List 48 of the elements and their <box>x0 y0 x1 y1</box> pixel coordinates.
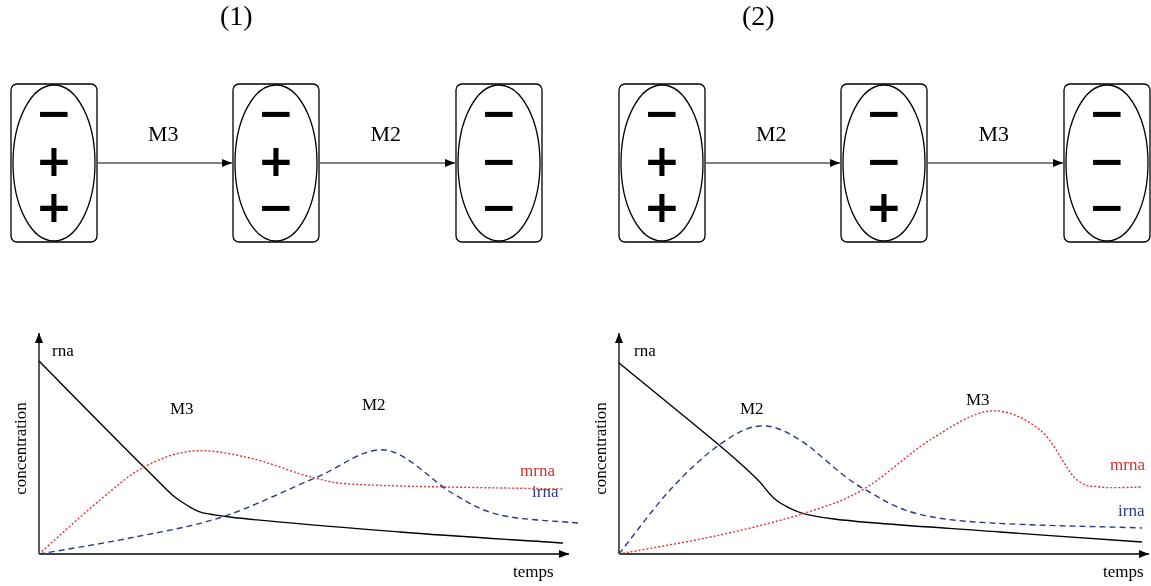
curve-label: mrna <box>520 460 555 481</box>
state-box <box>1063 83 1151 243</box>
charge-sign: + <box>642 185 682 229</box>
state-box <box>10 83 98 243</box>
charge-sign: − <box>642 91 682 135</box>
curve-label: M3 <box>966 389 990 410</box>
charge-sign: + <box>256 139 296 183</box>
edge-label: M3 <box>148 123 179 145</box>
curve-label: M3 <box>170 398 194 419</box>
axis-label: temps <box>1103 561 1144 582</box>
charge-sign: − <box>1087 185 1127 229</box>
state-box <box>232 83 320 243</box>
state-box <box>840 83 928 243</box>
curve-label: mrna <box>1110 454 1145 475</box>
charge-sign: − <box>256 91 296 135</box>
charge-sign: + <box>34 139 74 183</box>
axis-label: rna <box>634 340 656 361</box>
curve-label: M2 <box>740 398 764 419</box>
charge-sign: − <box>479 91 519 135</box>
curve-label: irna <box>1118 500 1145 521</box>
arrow <box>319 159 456 167</box>
panel-number: (1) <box>220 0 253 32</box>
charge-sign: − <box>864 91 904 135</box>
charge-sign: − <box>1087 91 1127 135</box>
state-box <box>618 83 706 243</box>
edge-label: M2 <box>756 123 787 145</box>
arrow <box>927 159 1064 167</box>
axis-label: rna <box>52 340 74 361</box>
arrow <box>705 159 841 167</box>
edge-label: M3 <box>978 123 1010 145</box>
charge-sign: − <box>1087 139 1127 183</box>
panel-number: (2) <box>742 0 775 32</box>
curve-label: M2 <box>362 394 386 415</box>
axis-label: concentration <box>9 401 31 497</box>
charge-sign: − <box>479 139 519 183</box>
axis-label: concentration <box>589 401 611 497</box>
charge-sign: − <box>864 139 904 183</box>
charge-sign: − <box>34 91 74 135</box>
arrow <box>97 159 233 167</box>
charge-sign: − <box>479 185 519 229</box>
charge-sign: + <box>642 139 682 183</box>
axis-label: temps <box>513 561 554 582</box>
charge-sign: − <box>256 185 296 229</box>
charge-sign: + <box>864 185 904 229</box>
curve-label: irna <box>532 481 559 502</box>
edge-label: M2 <box>370 123 402 145</box>
state-box <box>455 83 543 243</box>
charge-sign: + <box>34 185 74 229</box>
